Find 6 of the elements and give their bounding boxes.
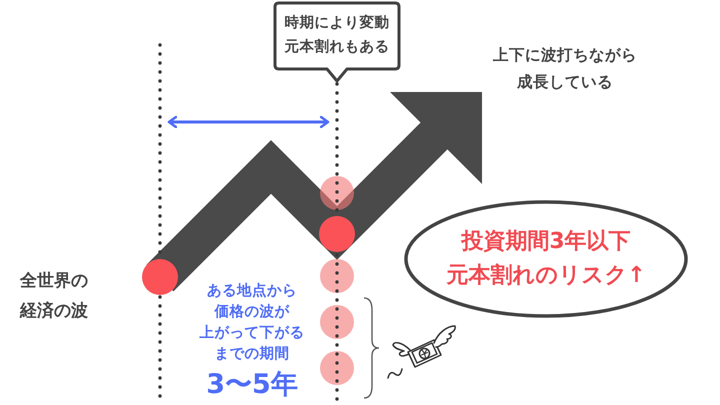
callout-text: 時期により変動元本割れもある [284,13,390,57]
annotation-text: 上下に波打ちながら成長している [493,45,637,93]
warning-text: 投資期間3年以下元本割れのリスク↑ [446,228,646,290]
series-label: 全世界の経済の波 [20,270,88,323]
period-value: 3〜5年 [206,368,298,402]
period-note: ある地点から価格の波が上がって下がるまでの期間 [200,282,304,364]
